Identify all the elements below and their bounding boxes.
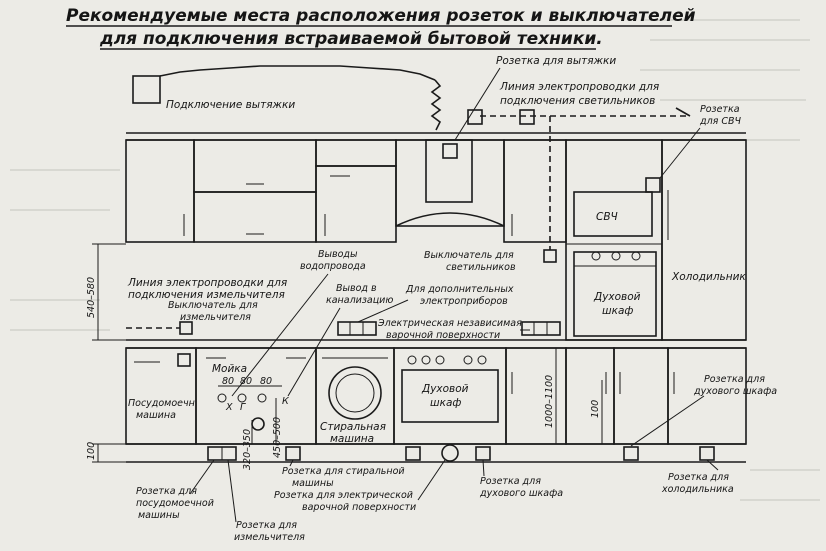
upper-cabinets <box>125 139 567 243</box>
hood-socket <box>442 143 458 159</box>
oven-socket-right-leader <box>630 395 705 447</box>
fridge-label: Холодильник <box>671 271 746 283</box>
microwave-socket-label-1: Розетка <box>700 104 740 115</box>
right-height-dim: 100 <box>590 400 601 418</box>
plinth-dim: 100 <box>86 442 97 460</box>
dishwasher-socket-leader <box>189 459 215 495</box>
svg-text:80: 80 <box>240 376 252 387</box>
washing-machine <box>322 357 388 420</box>
lights-switch <box>543 249 557 263</box>
grinder-switch-label-2: измельчителя <box>180 312 251 323</box>
hob-label-1: Электрическая независимая <box>377 318 522 329</box>
washer-label-1: Стиральная <box>320 421 386 433</box>
sewer-outlet-label-2: канализацию <box>326 295 393 306</box>
svg-text:80: 80 <box>222 376 234 387</box>
dishwasher-switch <box>177 353 191 367</box>
svg-text:Г: Г <box>240 402 246 413</box>
hood-cable-top <box>159 65 436 81</box>
lights-wiring-arrow <box>675 107 691 117</box>
washer-label-2: машина <box>330 433 374 445</box>
oven-bottom-label-2: шкаф <box>430 397 461 409</box>
grinder-wiring-label-2: подключения измельчителя <box>128 289 285 301</box>
range-hood <box>395 139 505 227</box>
oven-socket-bottom-label-1: Розетка для <box>480 476 541 487</box>
lights-switch-label-2: светильников <box>446 262 516 273</box>
sink-height-b: 450–500 <box>272 417 283 458</box>
lights-switch-label-1: Выключатель для <box>424 250 514 261</box>
grinder-wiring-label-1: Линия электропроводки для <box>127 277 287 289</box>
extra-appliances-label-2: электроприборов <box>420 296 508 307</box>
dishwasher-socket-label-1: Розетка для <box>136 486 197 497</box>
fridge-socket-leader <box>706 459 719 471</box>
grinder-socket-label-1: Розетка для <box>236 520 297 531</box>
water-outlets-leader <box>231 273 329 397</box>
right-column <box>565 139 747 341</box>
sewer-outlet-label-1: Вывод в <box>336 283 377 294</box>
dishwasher-label-2: машина <box>136 410 176 421</box>
water-outlet-marks: Х Г К <box>217 393 290 413</box>
grinder-socket-label-2: измельчителя <box>234 532 305 543</box>
hood-socket-label: Розетка для вытяжки <box>496 55 616 67</box>
ceiling-sockets <box>467 109 535 125</box>
sewer-outlet-leader <box>287 307 341 397</box>
upper-height-dim: 540–580 <box>86 277 97 318</box>
hood-connection-label: Подключение вытяжки <box>166 99 295 111</box>
water-outlets-label-1: Выводы <box>318 249 358 260</box>
washer-socket-label-2: машины <box>292 478 334 489</box>
hood-socket-leader <box>454 67 501 141</box>
background-scan-lines <box>10 19 820 501</box>
fridge-socket-label-1: Розетка для <box>668 472 729 483</box>
title-line-1: Рекомендуемые места расположения розеток… <box>66 6 696 26</box>
hob-label-2: варочной поверхности <box>386 330 500 341</box>
triple-socket-right <box>521 321 561 336</box>
svg-text:80: 80 <box>260 376 272 387</box>
extra-appliances-leader <box>357 299 409 323</box>
dishwasher-label-1: Посудомоечн <box>128 398 195 409</box>
svg-text:Х: Х <box>225 402 233 413</box>
sink-height-a: 320–350 <box>242 429 253 470</box>
oven-socket-bottom-label-2: духового шкафа <box>479 488 563 499</box>
hood-cable-wave <box>430 79 442 131</box>
sink-label: Мойка <box>212 363 247 375</box>
microwave-label: СВЧ <box>596 211 618 223</box>
grinder-socket-leader <box>227 459 237 523</box>
grinder-switch <box>179 321 193 335</box>
extra-appliances-label-1: Для дополнительных <box>405 284 514 295</box>
triple-socket-left <box>337 321 377 336</box>
sewer-outlet <box>251 417 265 431</box>
hob-socket-label-1: Розетка для электрической <box>274 490 413 501</box>
sink-spacing-dims: 80 80 80 <box>218 376 282 387</box>
bottom-oven <box>401 355 499 423</box>
fridge-socket-label-2: холодильника <box>661 484 734 495</box>
hob-socket-leader <box>417 459 446 501</box>
title-line-2: для подключения встраиваемой бытовой тех… <box>99 29 603 49</box>
oven-cabinet-top-label-2: шкаф <box>602 305 633 317</box>
microwave-socket <box>645 177 661 193</box>
dishwasher-socket-label-2: посудомоечной <box>136 498 214 509</box>
lights-wiring-label-1: Линия электропроводки для <box>499 81 659 93</box>
water-outlets-label-2: водопровода <box>300 261 366 272</box>
grinder-switch-label-1: Выключатель для <box>168 300 258 311</box>
oven-bottom-label-1: Духовой <box>421 383 469 395</box>
microwave-socket-leader <box>659 127 701 179</box>
svg-text:К: К <box>282 396 290 407</box>
oven-socket-right-label-1: Розетка для <box>704 374 765 385</box>
hood-connection-box <box>132 75 161 104</box>
microwave-socket-label-2: для СВЧ <box>699 116 742 127</box>
column-height-dim: 1000–1100 <box>544 375 555 428</box>
lights-wiring-label-2: подключения светильников <box>500 95 655 107</box>
washer-socket-label-1: Розетка для стиральной <box>282 466 405 477</box>
dishwasher-socket-label-3: машины <box>138 510 180 521</box>
hob-socket-label-2: варочной поверхности <box>302 502 416 513</box>
oven-socket-right-label-2: духового шкафа <box>693 386 777 397</box>
plinth-sockets <box>207 444 715 462</box>
oven-cabinet-top-label-1: Духовой <box>593 291 641 303</box>
